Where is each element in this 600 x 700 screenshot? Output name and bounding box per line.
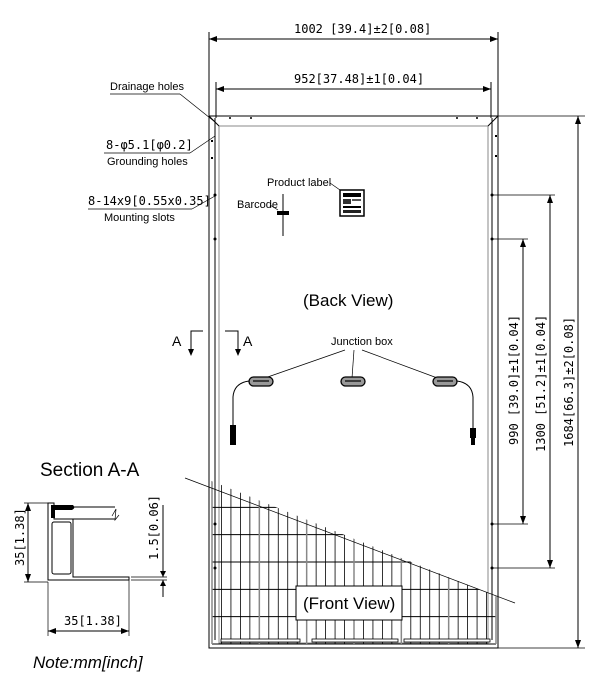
dimension-1684: 1684[66.3]±2[0.08] — [498, 115, 585, 649]
grounding-holes-callout: 8-φ5.1[φ0.2] Grounding holes — [104, 135, 216, 168]
junction-box-center — [340, 376, 366, 387]
svg-text:Product label: Product label — [267, 177, 331, 189]
section-title: Section A-A — [40, 460, 140, 481]
section-thickness-dimension: 1.5[0.06] — [131, 495, 167, 597]
barcode: Barcode — [237, 194, 289, 236]
svg-text:990 [39.0]±1[0.04]: 990 [39.0]±1[0.04] — [507, 315, 521, 445]
back-view-title: (Back View) — [303, 291, 393, 310]
section-height-dimension: 35[1.38] — [13, 502, 48, 583]
section-width-dimension: 35[1.38] — [47, 580, 130, 636]
junction-box-left — [230, 376, 274, 445]
svg-text:35[1.38]: 35[1.38] — [13, 508, 27, 566]
svg-text:8-φ5.1[φ0.2]: 8-φ5.1[φ0.2] — [106, 138, 193, 152]
svg-text:A: A — [243, 333, 253, 349]
front-view-label-box — [295, 585, 403, 621]
svg-text:8-14x9[0.55x0.35]: 8-14x9[0.55x0.35] — [88, 194, 211, 208]
svg-text:Junction box: Junction box — [331, 336, 393, 348]
dimension-1300: 1300 [51.2]±1[0.04] — [492, 194, 555, 569]
section-marker-left: A — [172, 330, 203, 356]
units-note: Note:mm[inch] — [33, 653, 144, 672]
break-line — [184, 477, 516, 604]
inner-width-label: 952[37.48]±1[0.04] — [294, 72, 424, 86]
drainage-holes-callout: Drainage holes — [110, 81, 216, 123]
svg-text:1300 [51.2]±1[0.04]: 1300 [51.2]±1[0.04] — [534, 315, 548, 452]
mounting-slots-callout: 8-14x9[0.55x0.35] Mounting slots — [88, 194, 216, 224]
svg-text:1.5[0.06]: 1.5[0.06] — [147, 495, 161, 560]
svg-text:Mounting slots: Mounting slots — [104, 212, 175, 224]
section-marker-right: A — [225, 330, 253, 356]
svg-text:35[1.38]: 35[1.38] — [64, 614, 122, 628]
svg-text:1684[66.3]±2[0.08]: 1684[66.3]±2[0.08] — [562, 317, 576, 447]
product-label: Product label — [267, 177, 365, 217]
front-view-title: (Front View) — [303, 594, 395, 613]
svg-text:A: A — [172, 333, 182, 349]
section-profile — [47, 502, 130, 581]
dimension-990: 990 [39.0]±1[0.04] — [492, 238, 528, 525]
svg-text:Barcode: Barcode — [237, 199, 278, 211]
junction-box-callout: Junction box — [261, 336, 441, 380]
overall-width-label: 1002 [39.4]±2[0.08] — [294, 22, 431, 36]
inner-width-dimension: 952[37.48]±1[0.04] — [215, 72, 492, 118]
svg-text:Grounding holes: Grounding holes — [107, 156, 188, 168]
junction-box-right — [432, 376, 476, 445]
svg-text:Drainage holes: Drainage holes — [110, 81, 184, 93]
overall-width-dimension: 1002 [39.4]±2[0.08] — [208, 22, 499, 120]
